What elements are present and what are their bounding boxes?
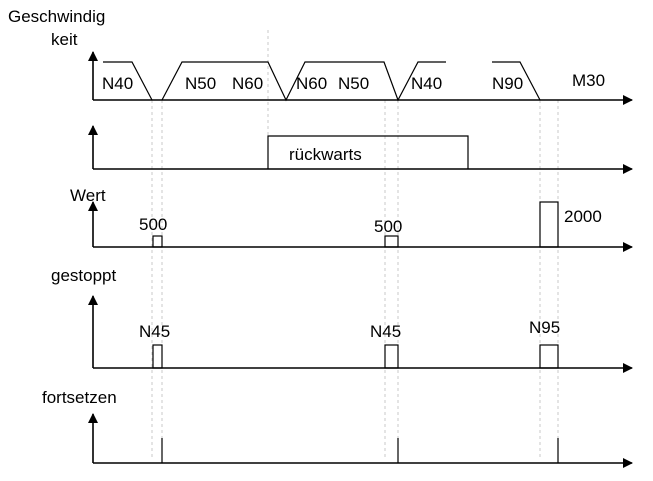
speed-segment-label: N50 (338, 74, 369, 93)
stopped-pulse-label: N45 (370, 322, 401, 341)
stopped-pulse (539, 344, 559, 369)
speed-title-line2: keit (51, 30, 78, 49)
stopped-pulse (152, 344, 163, 369)
resume-title: fortsetzen (42, 388, 117, 407)
reverse-pulse (267, 135, 469, 169)
value-lane: Wert 500 500 2000 (70, 186, 633, 252)
value-pulse (539, 201, 559, 248)
value-pulse (152, 235, 163, 248)
speed-profile (103, 61, 541, 102)
speed-title-line1: Geschwindig (8, 7, 105, 26)
value-pulse (384, 235, 399, 248)
speed-end-label: M30 (572, 71, 605, 90)
speed-segment-label: N50 (185, 74, 216, 93)
speed-lane: Geschwindig keit N40 N50 N60 N60 N50 N40… (8, 7, 633, 105)
speed-segment-label: N40 (411, 74, 442, 93)
value-pulse-label: 2000 (564, 207, 602, 226)
resume-lane: fortsetzen (42, 388, 633, 468)
speed-segment-label: N40 (102, 74, 133, 93)
direction-lane: rückwarts (88, 125, 633, 174)
speed-segment-label: N60 (232, 74, 263, 93)
stopped-title: gestoppt (51, 266, 116, 285)
stopped-pulse (384, 344, 399, 369)
reverse-pulse-label: rückwarts (289, 145, 362, 164)
value-title: Wert (70, 186, 106, 205)
value-pulse-label: 500 (139, 215, 167, 234)
stopped-pulse-label: N95 (529, 318, 560, 337)
stopped-lane: gestoppt N45 N45 N95 (51, 266, 633, 373)
stopped-pulse-label: N45 (139, 322, 170, 341)
speed-segment-label: N60 (296, 74, 327, 93)
speed-segment-label: N90 (492, 74, 523, 93)
guide-lines (151, 30, 559, 460)
value-pulse-label: 500 (374, 217, 402, 236)
